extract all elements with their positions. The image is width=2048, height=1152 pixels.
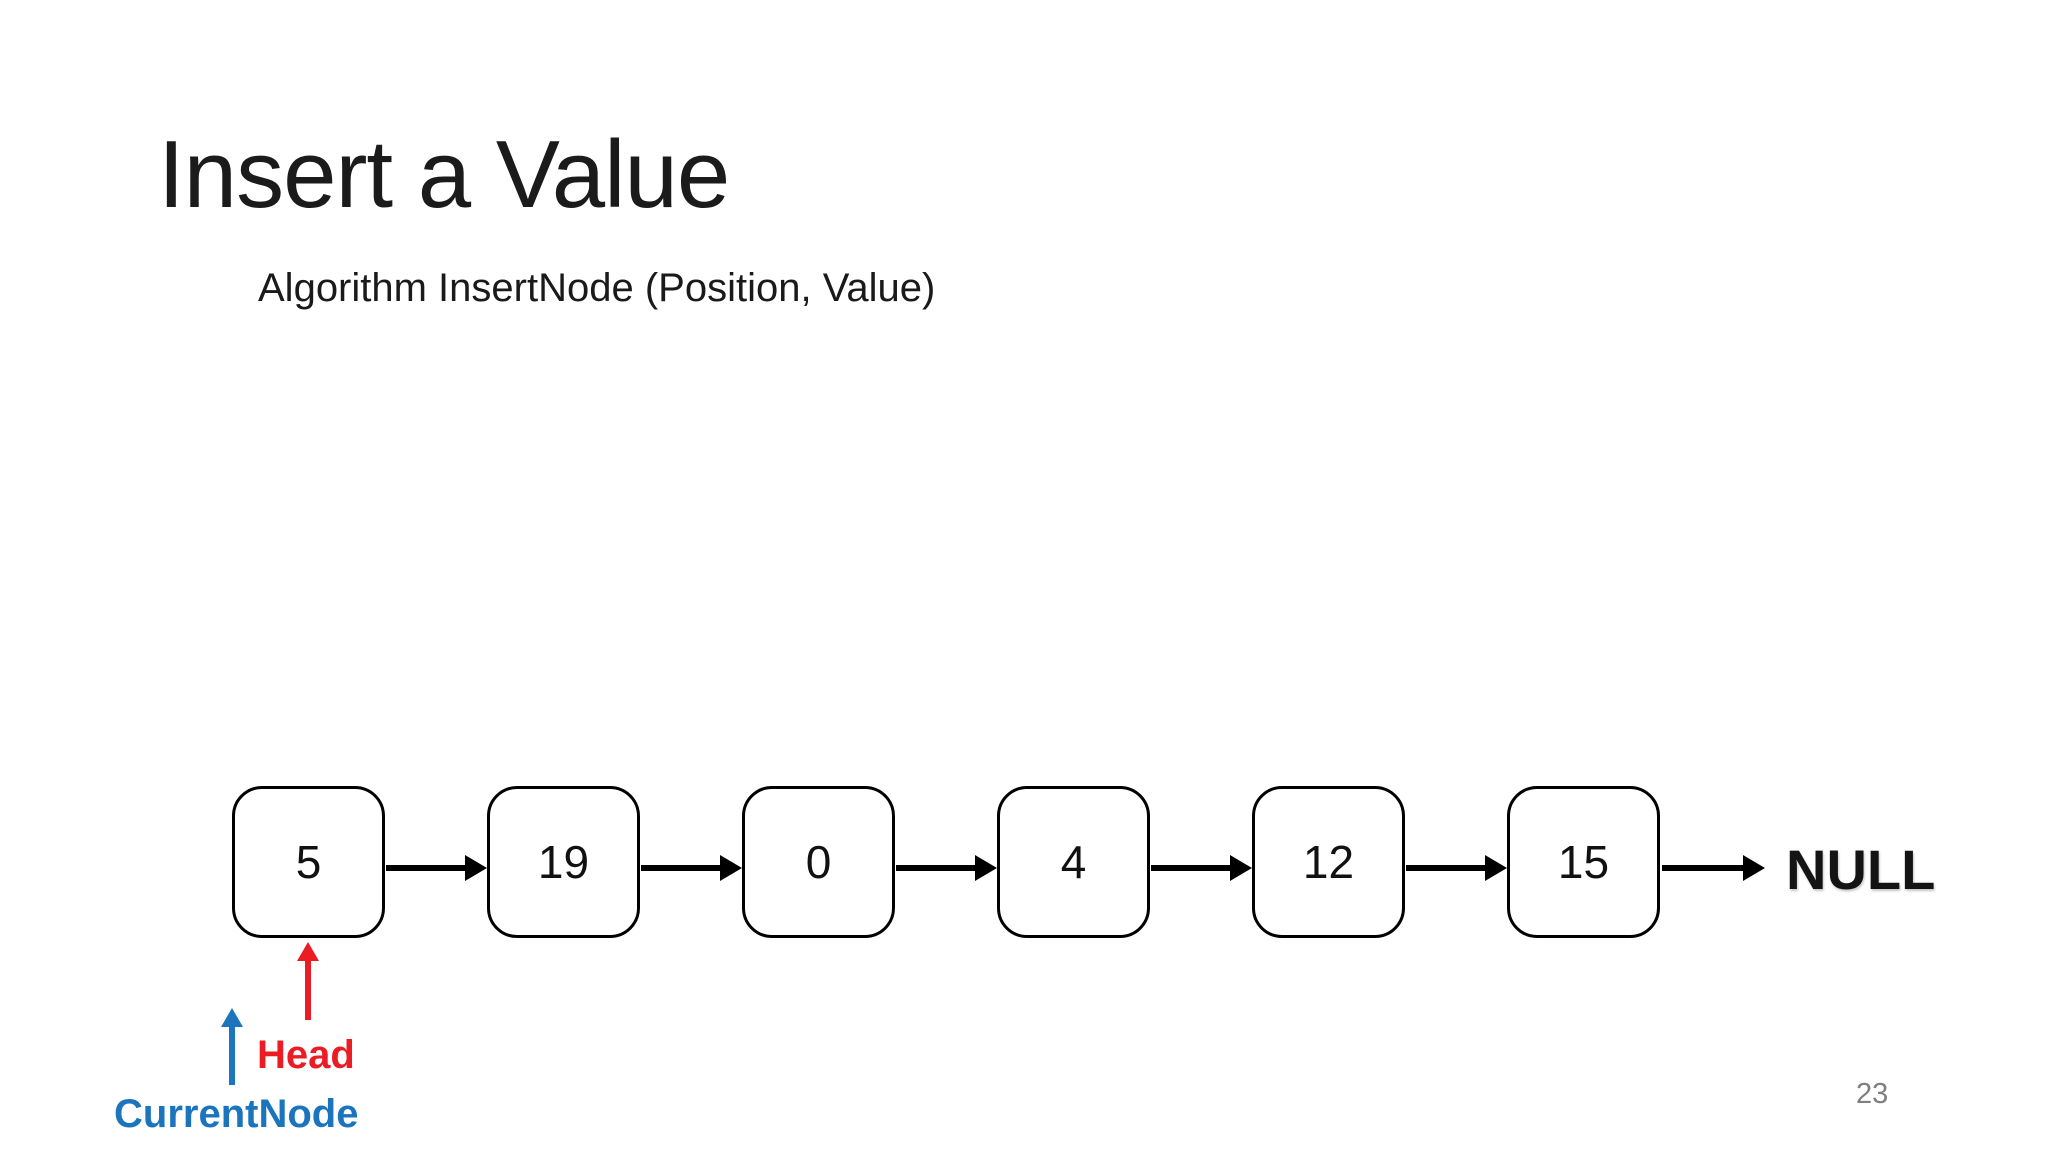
link-arrow-icon xyxy=(641,855,742,881)
node-value: 15 xyxy=(1557,836,1610,888)
arrow-shaft xyxy=(305,960,311,1020)
list-node-4: 4 xyxy=(997,786,1150,938)
node-value: 19 xyxy=(537,836,590,888)
list-node-5: 12 xyxy=(1252,786,1405,938)
null-terminator-label: NULL xyxy=(1786,838,1936,901)
list-node-2: 19 xyxy=(487,786,640,938)
list-node-6: 15 xyxy=(1507,786,1660,938)
link-arrow-icon xyxy=(1151,855,1252,881)
list-node-3: 0 xyxy=(742,786,895,938)
currentnode-pointer-label: CurrentNode xyxy=(114,1092,359,1136)
node-value: 4 xyxy=(1060,836,1087,888)
currentnode-pointer-arrow-icon xyxy=(221,1008,243,1085)
node-value: 0 xyxy=(805,836,832,888)
algorithm-subtitle: Algorithm InsertNode (Position, Value) xyxy=(258,266,936,310)
list-node-1: 5 xyxy=(232,786,385,938)
link-arrow-icon xyxy=(1406,855,1507,881)
arrow-shaft xyxy=(229,1026,235,1085)
node-value: 5 xyxy=(295,836,322,888)
link-arrow-icon xyxy=(896,855,997,881)
link-arrow-icon xyxy=(1662,855,1765,881)
head-pointer-arrow-icon xyxy=(297,942,319,1020)
node-value: 12 xyxy=(1302,836,1355,888)
head-pointer-label: Head xyxy=(257,1033,355,1077)
page-number: 23 xyxy=(1856,1078,1889,1110)
slide-title: Insert a Value xyxy=(158,121,730,228)
link-arrow-icon xyxy=(386,855,487,881)
